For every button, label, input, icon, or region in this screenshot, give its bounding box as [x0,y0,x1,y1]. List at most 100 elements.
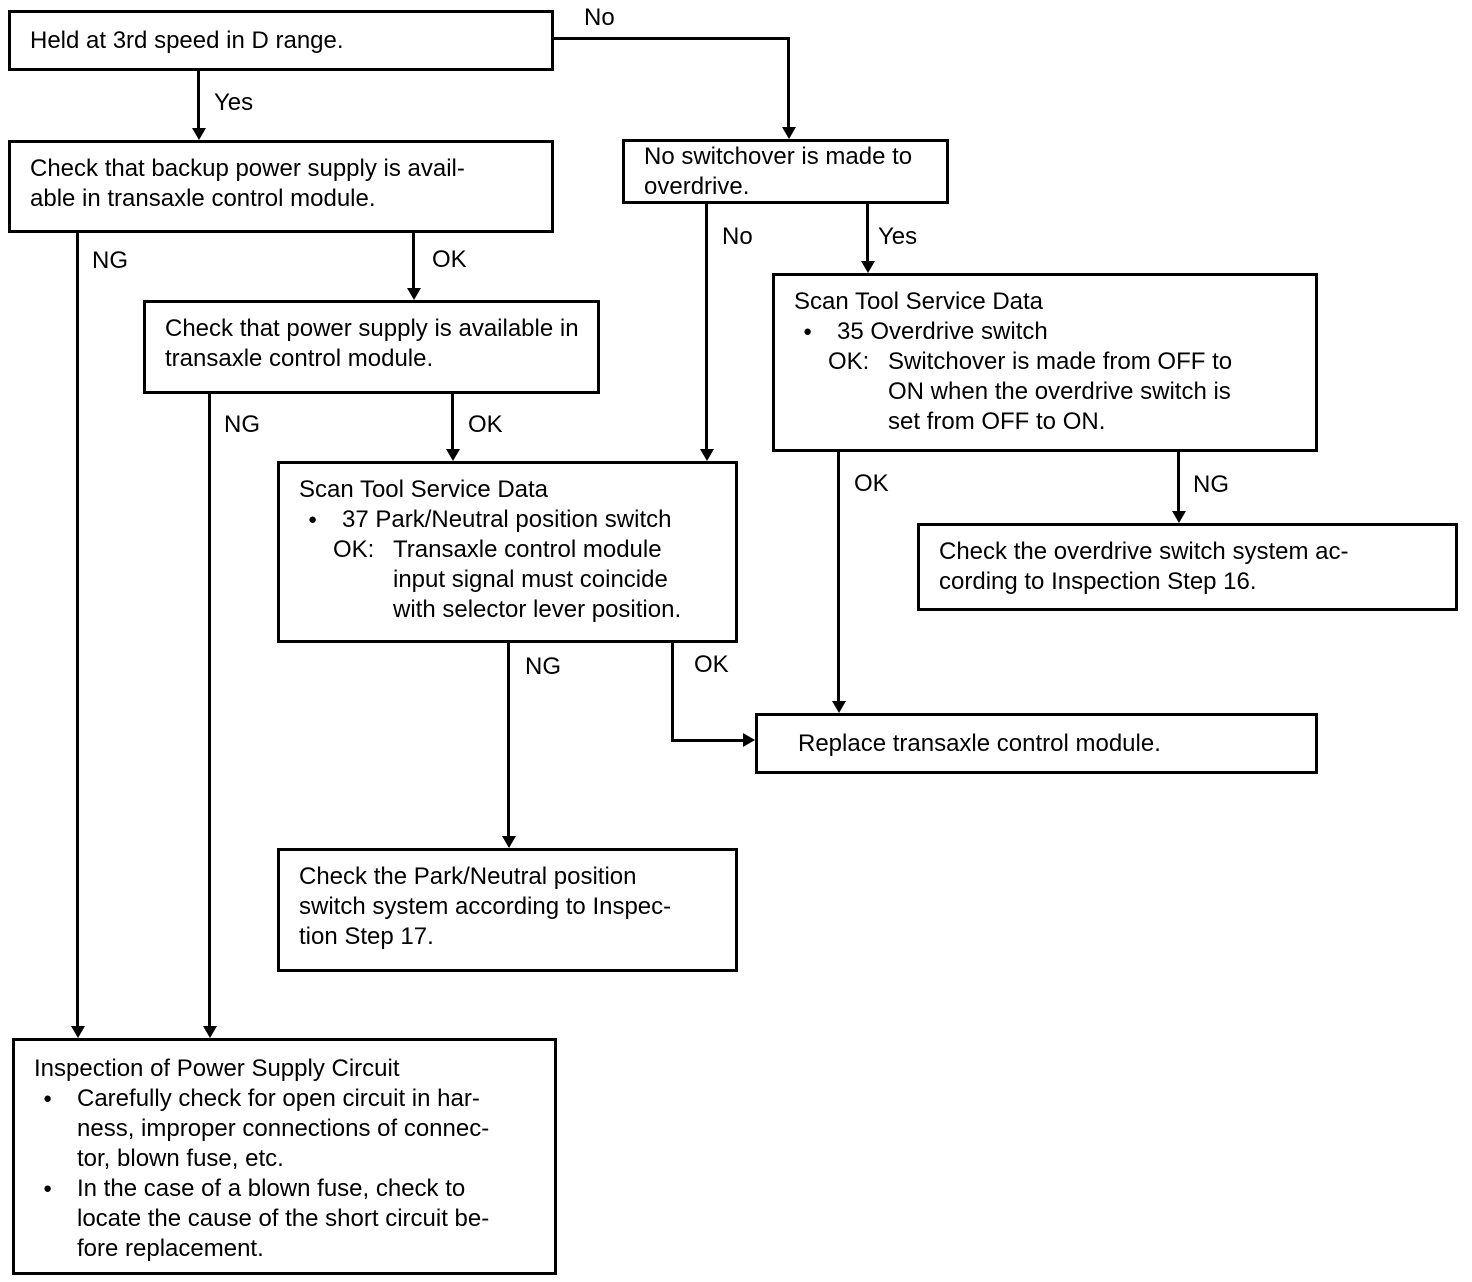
bullet-icon: ● [803,323,813,340]
connector-held-no-horizontal [553,37,790,40]
node-check-power-supply-text: Check that power supply is available in … [146,303,597,374]
node-check-backup-power-text: Check that backup power supply is avail-… [11,143,551,214]
text-line: locate the cause of the short circuit be… [77,1205,490,1232]
bullet-row: ● 35 Overdrive switch [794,317,1305,347]
bullet-text: Carefully check for open circuit in har-… [77,1084,489,1174]
node-scan-tool-park-neutral: Scan Tool Service Data ● 37 Park/Neutral… [277,461,738,643]
text-line: ON when the overdrive switch is [888,378,1231,405]
node-check-park-neutral-switch-text: Check the Park/Neutral position switch s… [280,851,735,952]
ok-text: Switchover is made from OFF to ON when t… [888,347,1232,437]
ok-row: OK: Switchover is made from OFF to ON wh… [794,347,1305,437]
bullet-row: ● 37 Park/Neutral position switch [299,505,725,535]
edge-label-ok: OK [694,651,729,678]
node-check-backup-power: Check that backup power supply is avail-… [8,140,554,233]
node-inspection-power-supply: Inspection of Power Supply Circuit ● Car… [12,1038,557,1275]
arrow-down-icon [203,1026,217,1038]
arrow-down-icon [700,449,714,461]
inspection-title: Inspection of Power Supply Circuit [34,1055,400,1082]
edge-label-ng: NG [92,247,128,274]
text-line: switch system according to Inspec- [299,893,672,920]
node-no-switchover: No switchover is made to overdrive. [622,139,949,204]
node-held-3rd-speed: Held at 3rd speed in D range. [8,10,554,71]
ok-label: OK: [828,348,870,375]
node-no-switchover-text: No switchover is made to overdrive. [644,142,913,200]
text-line: Check the overdrive switch system ac- [939,538,1349,565]
ok-row: OK: Transaxle control module input signa… [299,535,725,625]
text-line: Carefully check for open circuit in har- [77,1085,480,1112]
text-line: Transaxle control module [393,536,662,563]
text-line: able in transaxle control module. [30,185,376,212]
connector-switchover-yes [866,204,869,263]
arrow-down-icon [192,128,206,140]
text-line: Check that power supply is available in [165,315,579,342]
text-line: Check the Park/Neutral position [299,863,637,890]
text-line: tion Step 17. [299,923,434,950]
connector-scan-overdrive-ng [1177,452,1180,513]
arrow-right-icon [743,733,755,747]
node-scan-tool-overdrive-text: Scan Tool Service Data ● 35 Overdrive sw… [775,276,1315,437]
scan-tool-title: Scan Tool Service Data [299,476,549,503]
node-replace-tcm: Replace transaxle control module. [755,713,1318,774]
connector-switchover-no [705,204,708,451]
node-held-3rd-speed-text: Held at 3rd speed in D range. [30,26,344,54]
arrow-down-icon [502,836,516,848]
bullet-icon: ● [43,1180,53,1197]
text-line: ness, improper connections of connec- [77,1115,490,1142]
connector-power-ok [451,394,454,451]
node-check-overdrive-switch: Check the overdrive switch system ac- co… [917,523,1458,611]
edge-label-ng: NG [525,653,561,680]
connector-held-no-vertical [787,37,790,129]
node-scan-tool-overdrive: Scan Tool Service Data ● 35 Overdrive sw… [772,273,1318,452]
text-line: tor, blown fuse, etc. [77,1145,284,1172]
node-inspection-power-supply-text: Inspection of Power Supply Circuit ● Car… [15,1041,554,1264]
text-line: set from OFF to ON. [888,408,1106,435]
edge-label-ok: OK [432,246,467,273]
scan-tool-title: Scan Tool Service Data [794,288,1044,315]
text-line: transaxle control module. [165,345,434,372]
text-line: with selector lever position. [393,596,682,623]
arrow-down-icon [832,701,846,713]
bullet-row: ● Carefully check for open circuit in ha… [34,1084,544,1174]
arrow-down-icon [446,449,460,461]
arrow-down-icon [407,288,421,300]
node-check-overdrive-switch-text: Check the overdrive switch system ac- co… [920,526,1455,597]
bullet-text: 35 Overdrive switch [837,318,1048,345]
edge-label-ok: OK [854,470,889,497]
edge-label-no: No [722,223,753,250]
connector-scan-park-ok-vertical [671,643,674,742]
node-scan-tool-park-neutral-text: Scan Tool Service Data ● 37 Park/Neutral… [280,464,735,625]
node-replace-tcm-text: Replace transaxle control module. [798,729,1161,757]
connector-scan-park-ok-horizontal [671,739,744,742]
connector-held-yes [197,71,200,130]
connector-scan-overdrive-ok [837,452,840,703]
text-line: In the case of a blown fuse, check to [77,1175,466,1202]
edge-label-yes: Yes [878,223,918,250]
connector-power-ng [208,394,211,1028]
edge-label-yes: Yes [214,89,254,116]
ok-label: OK: [333,536,375,563]
arrow-down-icon [71,1026,85,1038]
connector-scan-park-ng [507,643,510,838]
text-line: input signal must coincide [393,566,668,593]
edge-label-ng: NG [1193,471,1229,498]
bullet-text: In the case of a blown fuse, check to lo… [77,1174,489,1264]
arrow-down-icon [861,261,875,273]
text-line: Switchover is made from OFF to [888,348,1233,375]
node-check-power-supply: Check that power supply is available in … [143,300,600,394]
edge-label-no: No [584,4,615,31]
node-check-park-neutral-switch: Check the Park/Neutral position switch s… [277,848,738,972]
bullet-text: 37 Park/Neutral position switch [342,506,672,533]
bullet-icon: ● [43,1090,53,1107]
text-line: fore replacement. [77,1235,264,1262]
text-line: cording to Inspection Step 16. [939,568,1257,595]
edge-label-ng: NG [224,411,260,438]
connector-backup-ng [76,233,79,1028]
connector-backup-ok [412,233,415,290]
ok-text: Transaxle control module input signal mu… [393,535,681,625]
text-line: Check that backup power supply is avail- [30,155,465,182]
arrow-down-icon [1172,511,1186,523]
bullet-icon: ● [308,511,318,528]
edge-label-ok: OK [468,411,503,438]
bullet-row: ● In the case of a blown fuse, check to … [34,1174,544,1264]
